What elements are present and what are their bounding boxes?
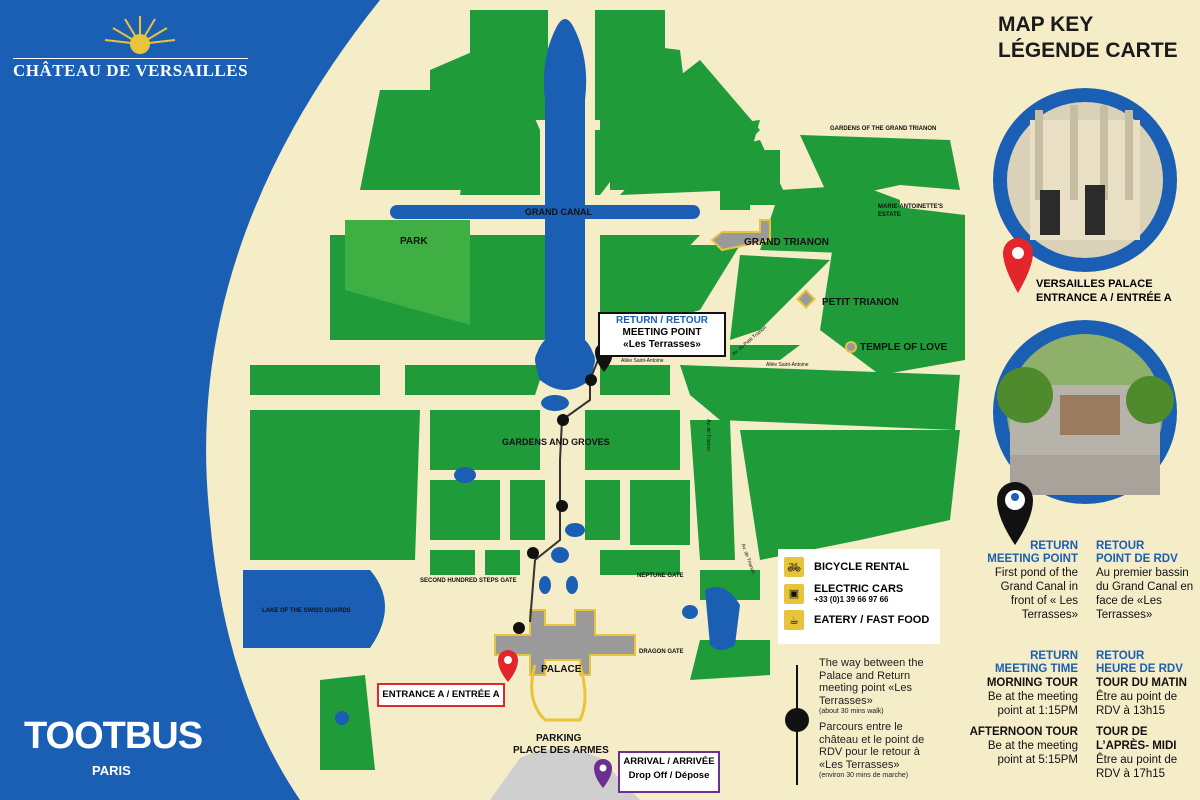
key-afternoon-fr-h: TOUR DE L’APRÈS- MIDI bbox=[1096, 726, 1177, 752]
tootbus-logo: TOOTBUS bbox=[24, 715, 203, 757]
chateau-logo bbox=[95, 14, 185, 54]
legend-eatery-label: EATERY / FAST FOOD bbox=[814, 614, 930, 626]
label-lake-swiss: LAKE OF THE SWISS GUARDS bbox=[262, 608, 351, 614]
key-entrance-line1: VERSAILLES PALACE bbox=[1036, 278, 1153, 290]
key-morning-fr-body: Être au point de RDV à 13h15 bbox=[1096, 691, 1178, 717]
return-meeting-box: RETURN / RETOUR MEETING POINT «Les Terra… bbox=[598, 312, 726, 357]
label-grand-canal: GRAND CANAL bbox=[525, 207, 592, 217]
path-note-fr: Parcours entre le château et le point de… bbox=[819, 721, 925, 771]
key-return-fr-h2: POINT DE RDV bbox=[1096, 553, 1178, 565]
bicycle-icon: 🚲︎ bbox=[784, 557, 804, 577]
label-temple-of-love: TEMPLE OF LOVE bbox=[860, 342, 948, 353]
key-entrance-pin bbox=[1003, 238, 1033, 293]
label-av-trianon-1: Av. de Trianon bbox=[704, 419, 711, 451]
key-entrance-label: VERSAILLES PALACE ENTRANCE A / ENTRÉE A bbox=[1036, 277, 1172, 305]
label-park: PARK bbox=[400, 236, 428, 247]
key-return-en-h1: RETURN bbox=[1030, 540, 1078, 552]
label-palace: PALACE bbox=[541, 664, 582, 675]
chateau-title: CHÂTEAU DE VERSAILLES bbox=[13, 58, 249, 81]
label-neptune-gate: NEPTUNE GATE bbox=[637, 573, 684, 579]
label-parking: PARKING bbox=[536, 733, 582, 744]
eatery-icon: ☕︎ bbox=[784, 610, 804, 630]
key-return-fr-h1: RETOUR bbox=[1096, 540, 1145, 552]
key-return-fr: RETOUR POINT DE RDV Au premier bassin du… bbox=[1096, 540, 1196, 622]
arrival-box-line2: Drop Off / Dépose bbox=[628, 770, 710, 781]
label-second-steps-gate: SECOND HUNDRED STEPS GATE bbox=[420, 578, 517, 584]
key-time-en-h1: RETURN bbox=[1030, 650, 1078, 662]
legend-electric-label: ELECTRIC CARS bbox=[814, 583, 904, 595]
key-entrance-line2: ENTRANCE A / ENTRÉE A bbox=[1036, 292, 1172, 304]
entrance-box: ENTRANCE A / ENTRÉE A bbox=[377, 683, 505, 707]
key-morning-en-body: Be at the meeting point at 1:15PM bbox=[987, 691, 1078, 717]
legend-electric: ▣ ELECTRIC CARS +33 (0)1 39 66 97 66 bbox=[784, 583, 934, 604]
key-time-en-h2: MEETING TIME bbox=[994, 663, 1078, 675]
key-afternoon-fr-body: Être au point de RDV à 17h15 bbox=[1096, 754, 1178, 780]
map-key-title-fr: LÉGENDE CARTE bbox=[998, 39, 1178, 62]
key-return-pin bbox=[997, 482, 1033, 545]
arrival-box-line1: ARRIVAL / ARRIVÉE bbox=[623, 756, 715, 767]
label-dragon-gate: DRAGON GATE bbox=[639, 649, 684, 655]
key-time-fr: RETOUR HEURE DE RDV TOUR DU MATIN Être a… bbox=[1096, 650, 1196, 781]
blue-border-area bbox=[0, 0, 380, 800]
label-place-armes: PLACE DES ARMES bbox=[513, 745, 609, 756]
label-allee-st-antoine-1: Allée Saint-Antoine bbox=[621, 358, 664, 364]
map-key-title: MAP KEY LÉGENDE CARTE bbox=[998, 12, 1178, 64]
car-icon: ▣ bbox=[784, 583, 804, 604]
key-return-fr-body: Au premier bassin du Grand Canal en face… bbox=[1096, 567, 1194, 621]
return-box-line1: RETURN / RETOUR bbox=[615, 315, 709, 326]
return-box-line2: MEETING POINT bbox=[622, 327, 702, 338]
path-note-en: The way between the Palace and Return me… bbox=[819, 657, 924, 707]
label-ma-estate: MARIE-ANTOINETTE'S ESTATE bbox=[878, 204, 943, 218]
key-time-fr-h1: RETOUR bbox=[1096, 650, 1145, 662]
label-allee-st-antoine-2: Allée Saint-Antoine bbox=[766, 362, 809, 368]
key-morning-en-h: MORNING TOUR bbox=[986, 677, 1078, 689]
label-gardens-grand-trianon: GARDENS OF THE GRAND TRIANON bbox=[830, 126, 937, 132]
path-note-en-small: (about 30 mins walk) bbox=[819, 708, 884, 715]
key-afternoon-en-body: Be at the meeting point at 5:15PM bbox=[987, 740, 1078, 766]
label-grand-trianon: GRAND TRIANON bbox=[744, 237, 829, 248]
key-return-en: RETURN MEETING POINT First pond of the G… bbox=[978, 540, 1078, 622]
services-legend: 🚲︎ BICYCLE RENTAL ▣ ELECTRIC CARS +33 (0… bbox=[778, 549, 940, 644]
tootbus-city: PARIS bbox=[92, 763, 131, 778]
key-time-fr-h2: HEURE DE RDV bbox=[1096, 663, 1183, 675]
map-key-title-en: MAP KEY bbox=[998, 13, 1094, 36]
legend-bicycle-label: BICYCLE RENTAL bbox=[814, 561, 910, 573]
label-gardens-groves: GARDENS AND GROVES bbox=[502, 437, 610, 447]
key-afternoon-en-h: AFTERNOON TOUR bbox=[969, 726, 1078, 738]
return-box-line3: «Les Terrasses» bbox=[623, 339, 701, 350]
key-return-en-body: First pond of the Grand Canal in front o… bbox=[994, 567, 1078, 621]
legend-electric-phone: +33 (0)1 39 66 97 66 bbox=[814, 595, 889, 604]
key-morning-fr-h: TOUR DU MATIN bbox=[1096, 677, 1187, 689]
sun-emblem-icon bbox=[104, 16, 176, 54]
key-time-en: RETURN MEETING TIME MORNING TOUR Be at t… bbox=[968, 650, 1078, 767]
path-note: The way between the Palace and Return me… bbox=[819, 657, 941, 780]
key-return-en-h2: MEETING POINT bbox=[987, 553, 1078, 565]
arrival-box: ARRIVAL / ARRIVÉE Drop Off / Dépose bbox=[618, 751, 720, 793]
legend-bicycle: 🚲︎ BICYCLE RENTAL bbox=[784, 557, 934, 577]
label-petit-trianon: PETIT TRIANON bbox=[822, 297, 899, 308]
path-note-fr-small: (environ 30 mins de marche) bbox=[819, 772, 909, 779]
legend-eatery: ☕︎ EATERY / FAST FOOD bbox=[784, 610, 934, 630]
